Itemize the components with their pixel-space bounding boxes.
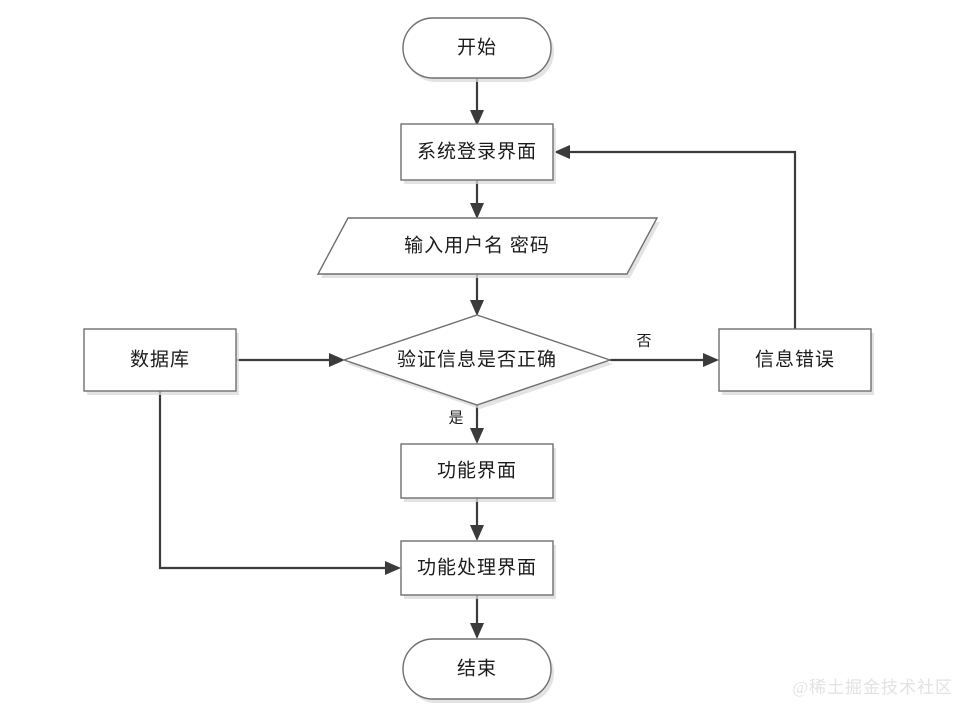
connectors xyxy=(158,78,797,639)
edge-funcproc-to-end xyxy=(470,595,484,639)
node-funcproc-label: 功能处理界面 xyxy=(417,556,537,578)
verify-shape xyxy=(341,314,613,406)
arrowhead-icon xyxy=(554,145,570,159)
error-shape xyxy=(718,328,872,392)
edge-verify-to-error xyxy=(610,353,719,367)
node-login-label: 系统登录界面 xyxy=(417,140,537,162)
arrowhead-icon xyxy=(470,428,484,444)
arrowhead-icon xyxy=(470,300,484,316)
database-shape xyxy=(83,328,237,392)
node-database[interactable]: 数据库 xyxy=(83,328,239,395)
node-error[interactable]: 信息错误 xyxy=(718,328,874,395)
node-error-label: 信息错误 xyxy=(755,348,835,370)
edge-input-to-verify xyxy=(470,274,484,316)
node-verify[interactable]: 验证信息是否正确 xyxy=(341,314,613,409)
arrowhead-icon xyxy=(385,561,401,575)
node-funcproc[interactable]: 功能处理界面 xyxy=(400,540,556,599)
edge-label-no: 否 xyxy=(636,333,651,349)
arrowhead-icon xyxy=(329,353,345,367)
edge-verify-to-func xyxy=(470,405,484,444)
node-database-label: 数据库 xyxy=(130,348,190,370)
edge-database-to-funcproc xyxy=(158,391,401,575)
arrowhead-icon xyxy=(703,353,719,367)
watermark: @稀土掘金技术社区 xyxy=(792,678,953,697)
arrowhead-icon xyxy=(470,623,484,639)
funcproc-shape xyxy=(400,540,554,596)
node-input-label: 输入用户名 密码 xyxy=(404,234,550,256)
node-func-label: 功能界面 xyxy=(437,459,517,481)
input-shape xyxy=(316,217,659,275)
node-input[interactable]: 输入用户名 密码 xyxy=(316,217,660,278)
arrowhead-icon xyxy=(470,525,484,541)
edge-func-to-funcproc xyxy=(470,498,484,541)
start-shape xyxy=(402,17,552,79)
node-end[interactable]: 结束 xyxy=(402,638,554,703)
node-end-label: 结束 xyxy=(457,657,497,679)
node-login[interactable]: 系统登录界面 xyxy=(400,123,556,184)
node-start[interactable]: 开始 xyxy=(402,17,554,82)
node-func[interactable]: 功能界面 xyxy=(400,443,556,502)
node-start-label: 开始 xyxy=(457,36,497,58)
arrowhead-icon xyxy=(470,203,484,219)
edge-database-to-verify xyxy=(236,353,345,367)
login-shape xyxy=(400,123,554,181)
arrowhead-icon xyxy=(470,110,484,126)
edge-label-yes: 是 xyxy=(448,410,463,426)
func-shape xyxy=(400,443,554,499)
node-verify-label: 验证信息是否正确 xyxy=(397,348,557,370)
edge-error-to-login xyxy=(554,145,797,329)
edge-login-to-input xyxy=(470,180,484,219)
end-shape xyxy=(402,638,552,700)
edge-start-to-login xyxy=(470,78,484,126)
